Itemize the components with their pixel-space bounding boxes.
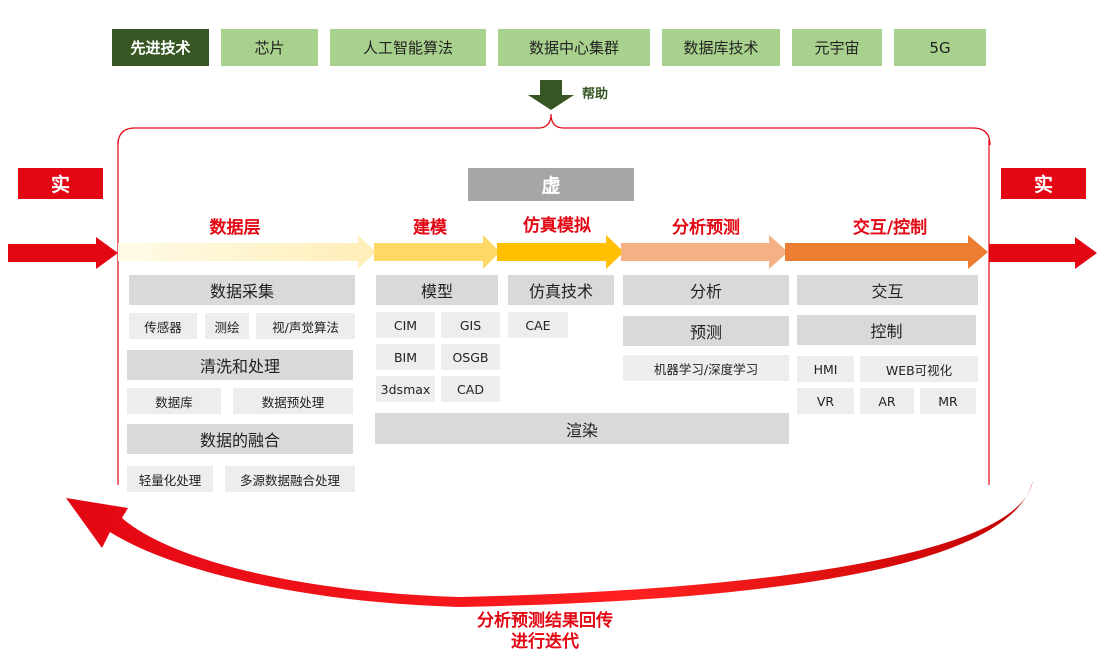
help-down-arrow: [528, 80, 574, 110]
right-real-arrow: [989, 237, 1097, 269]
tech-datacenter: 数据中心集群: [498, 29, 650, 66]
model-item: 3dsmax: [376, 376, 435, 402]
data-fusion-header: 数据的融合: [127, 424, 353, 454]
tech-database: 数据库技术: [662, 29, 780, 66]
model-item: GIS: [441, 312, 500, 338]
data-collect-header: 数据采集: [129, 275, 355, 305]
stage-title-simulation: 仿真模拟: [523, 215, 591, 236]
real-left-label: 实: [18, 168, 103, 199]
arrow-simulation: [497, 235, 624, 269]
model-item: CIM: [376, 312, 435, 338]
real-right-label: 实: [1001, 168, 1086, 199]
help-label: 帮助: [582, 87, 609, 102]
arrow-analysis: [621, 235, 788, 269]
virtual-label: 虚: [468, 168, 634, 201]
interact-header: 交互: [797, 275, 978, 305]
arrow-modeling: [374, 235, 500, 269]
brace: [117, 113, 991, 146]
simulation-item: CAE: [508, 312, 568, 338]
tech-chip: 芯片: [221, 29, 318, 66]
model-item: CAD: [441, 376, 500, 402]
arrow-data-layer: [118, 235, 376, 269]
tech-5g: 5G: [894, 29, 986, 66]
feedback-line-1: 分析预测结果回传: [477, 610, 613, 631]
data-clean-item: 数据预处理: [233, 388, 353, 414]
ml-item: 机器学习/深度学习: [623, 355, 789, 381]
tech-metaverse: 元宇宙: [792, 29, 882, 66]
tech-ai-algorithm: 人工智能算法: [330, 29, 486, 66]
render-bar: 渲染: [375, 413, 789, 444]
analysis-header: 分析: [623, 275, 789, 305]
data-fusion-item: 多源数据融合处理: [225, 466, 355, 492]
interaction-item: HMI: [797, 356, 854, 382]
data-fusion-item: 轻量化处理: [127, 466, 213, 492]
left-real-arrow: [8, 237, 118, 269]
stage-title-interaction: 交互/控制: [852, 217, 928, 238]
model-item: OSGB: [441, 344, 500, 370]
predict-header: 预测: [623, 316, 789, 346]
arrow-interaction: [785, 235, 988, 269]
feedback-curve-arrow: [66, 480, 1033, 607]
stage-title-modeling: 建模: [413, 217, 447, 238]
model-item: BIM: [376, 344, 435, 370]
stage-title-data-layer: 数据层: [209, 217, 261, 238]
control-header: 控制: [797, 315, 976, 345]
data-collect-item: 传感器: [129, 313, 197, 339]
stage-title-analysis: 分析预测: [672, 217, 740, 238]
data-clean-item: 数据库: [127, 388, 221, 414]
interaction-item: WEB可视化: [860, 356, 978, 382]
interaction-item: VR: [797, 388, 854, 414]
tech-advanced: 先进技术: [112, 29, 209, 66]
data-collect-item: 视/声觉算法: [256, 313, 355, 339]
model-header: 模型: [376, 275, 498, 305]
data-clean-header: 清洗和处理: [127, 350, 353, 380]
interaction-item: MR: [920, 388, 976, 414]
feedback-line-2: 进行迭代: [511, 631, 579, 652]
simulation-header: 仿真技术: [508, 275, 614, 305]
interaction-item: AR: [860, 388, 914, 414]
data-collect-item: 测绘: [205, 313, 249, 339]
